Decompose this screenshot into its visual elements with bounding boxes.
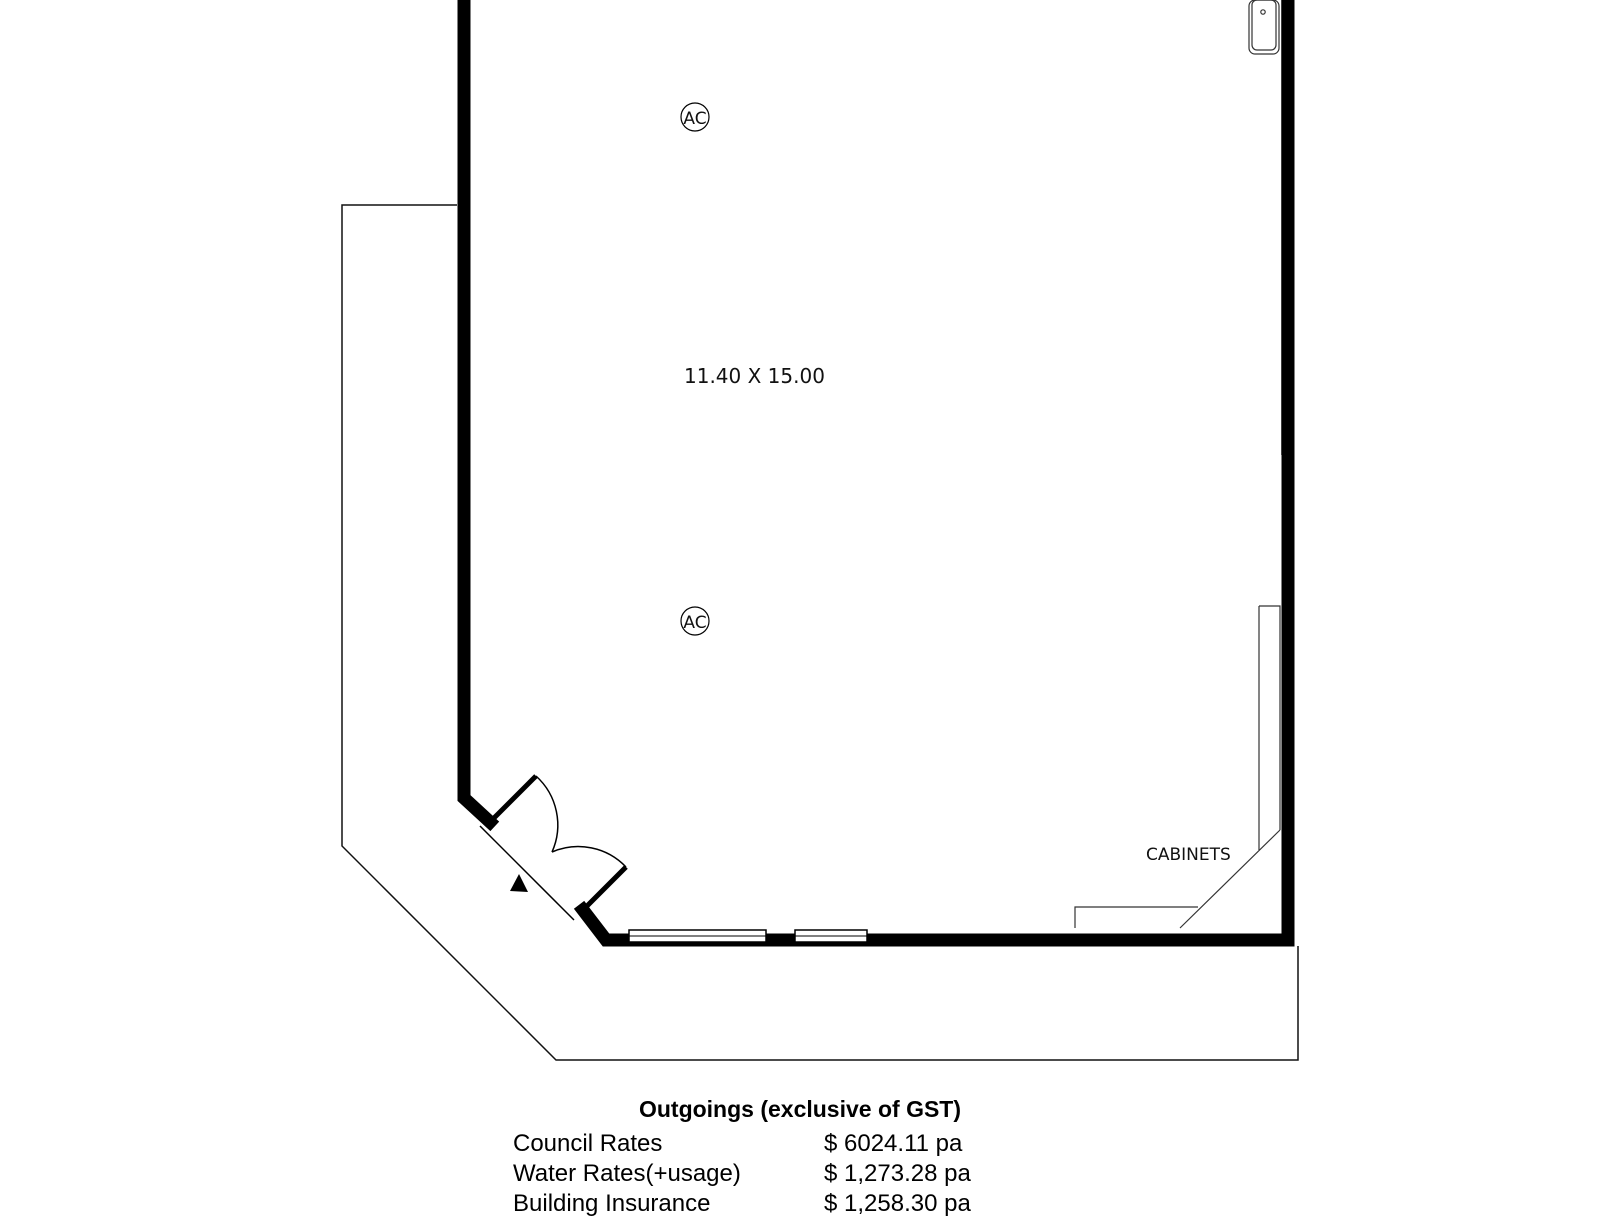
row-value: $ 6024.11 pa bbox=[824, 1130, 963, 1157]
outgoings-row: Water Rates(+usage) $ 1,273.28 pa bbox=[0, 1160, 1600, 1188]
ac-label: AC bbox=[683, 109, 706, 129]
row-value: $ 1,273.28 pa bbox=[824, 1160, 971, 1187]
cabinets-label: CABINETS bbox=[1146, 845, 1231, 865]
ac-unit-icon: AC bbox=[680, 102, 710, 132]
outgoings-row: Building Insurance $ 1,258.30 pa bbox=[0, 1190, 1600, 1218]
row-label: Water Rates(+usage) bbox=[513, 1160, 741, 1187]
row-label: Building Insurance bbox=[513, 1190, 711, 1217]
cabinets bbox=[1074, 605, 1281, 929]
exterior-walls bbox=[457, 0, 1295, 947]
ac-label: AC bbox=[683, 613, 706, 633]
ac-unit-icon: AC bbox=[680, 606, 710, 636]
row-label: Council Rates bbox=[513, 1130, 663, 1157]
front-windows bbox=[628, 929, 868, 943]
row-value: $ 1,258.30 pa bbox=[824, 1190, 971, 1217]
outgoings-row: Council Rates $ 6024.11 pa bbox=[0, 1130, 1600, 1158]
entry-arrow-icon bbox=[510, 874, 528, 892]
entry-door bbox=[479, 774, 628, 921]
room-dimensions: 11.40 X 15.00 bbox=[684, 364, 825, 388]
outgoings-title: Outgoings (exclusive of GST) bbox=[638, 1096, 962, 1122]
sink-fixture bbox=[1248, 0, 1280, 55]
site-outline bbox=[341, 204, 1299, 1061]
